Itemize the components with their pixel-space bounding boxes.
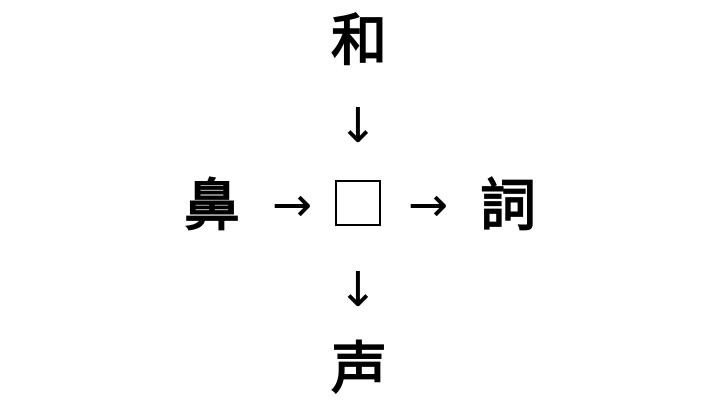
arrow-down-bottom: ↓	[337, 262, 379, 318]
arrow-right-right: →	[407, 177, 449, 233]
kanji-bottom: 声	[331, 337, 387, 402]
kanji-left: 鼻	[184, 174, 240, 239]
arrow-right-left: →	[271, 177, 313, 233]
answer-blank-box	[335, 180, 381, 226]
kanji-right: 詞	[480, 174, 536, 239]
kanji-top: 和	[331, 9, 387, 74]
arrow-down-top: ↓	[337, 98, 379, 154]
